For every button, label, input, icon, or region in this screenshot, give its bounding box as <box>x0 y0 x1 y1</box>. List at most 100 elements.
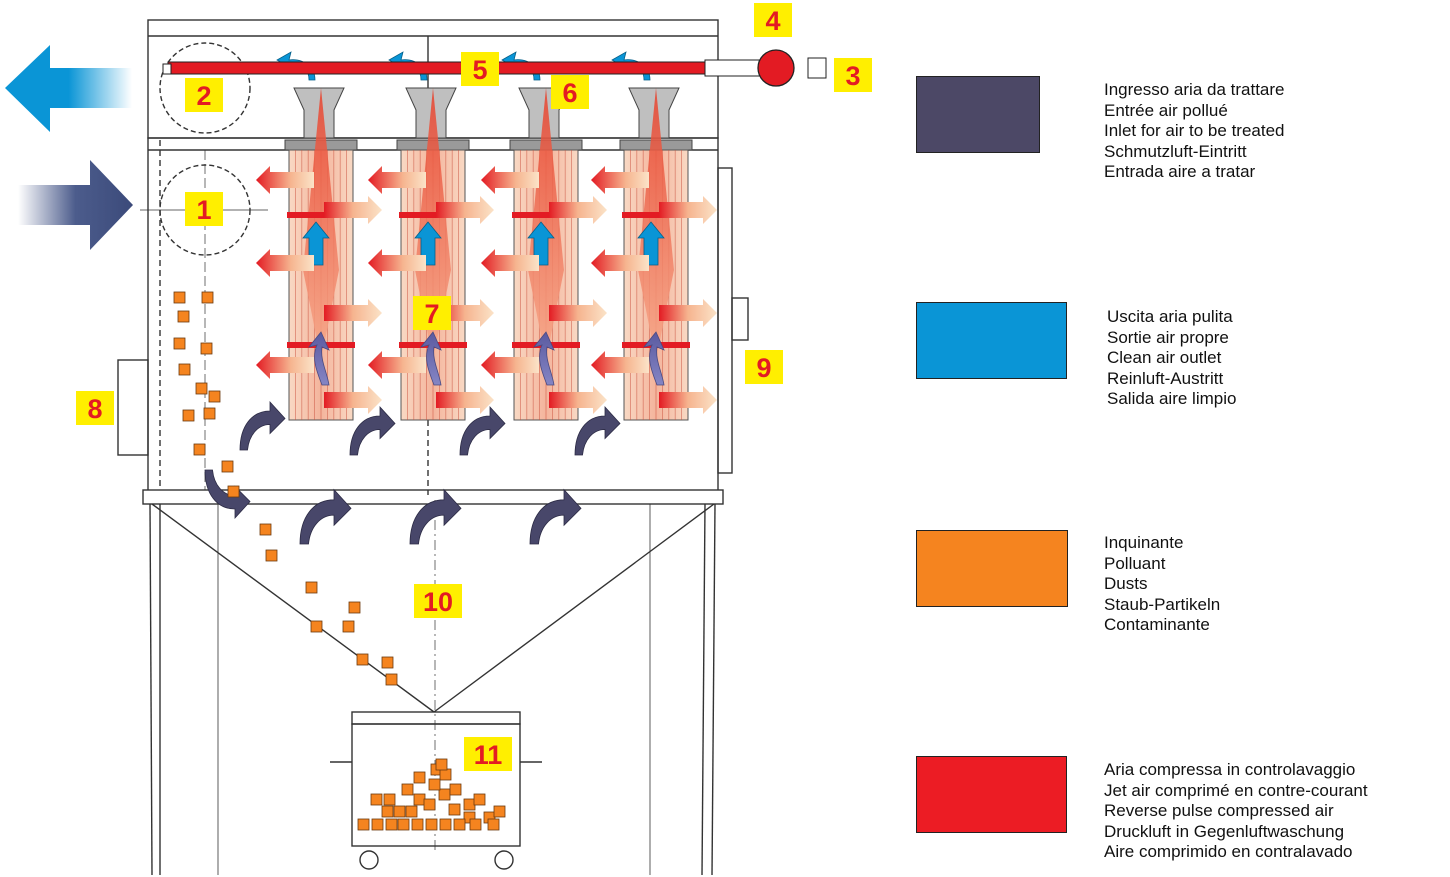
dust-particle <box>381 805 394 818</box>
dust-particle <box>438 788 451 801</box>
inlet-flow-arrow <box>299 488 352 545</box>
dust-particle <box>305 581 318 594</box>
dust-particle <box>173 291 186 304</box>
legend-swatch-pollutant <box>916 530 1068 607</box>
dust-particle <box>435 758 448 771</box>
label-number: 10 <box>423 587 453 617</box>
label-9: 9 <box>745 350 783 384</box>
dust-particle <box>348 601 361 614</box>
dust-particle <box>411 818 424 831</box>
label-6: 6 <box>551 75 589 109</box>
reverse-pulse-arrow <box>659 386 717 414</box>
dust-particle <box>463 798 476 811</box>
label-5: 5 <box>461 52 499 86</box>
pulse-jet-cone <box>638 88 674 360</box>
label-number: 1 <box>196 195 211 225</box>
label-8: 8 <box>76 391 114 425</box>
legend-line: Sortie air propre <box>1107 327 1229 347</box>
reverse-pulse-arrow <box>591 249 649 277</box>
reverse-pulse-arrow <box>481 351 539 379</box>
label-number: 7 <box>424 299 439 329</box>
pulse-jet-cone <box>303 88 339 360</box>
bag-ring <box>622 212 690 218</box>
filter-bags <box>276 51 693 421</box>
label-2: 2 <box>185 78 223 112</box>
clean-air-arrow <box>302 221 330 266</box>
inlet-arrow <box>18 160 133 250</box>
inlet-flow-arrow <box>532 331 555 386</box>
dust-particle <box>200 342 213 355</box>
label-background <box>461 52 499 86</box>
dust-particle <box>195 382 208 395</box>
dust-particle <box>201 291 214 304</box>
dust-particle <box>182 409 195 422</box>
label-background <box>76 391 114 425</box>
reverse-pulse-arrow <box>324 386 382 414</box>
label-3: 3 <box>834 58 872 92</box>
reverse-pulse-arrow <box>549 386 607 414</box>
dust-particle <box>425 818 438 831</box>
filter-bag <box>388 51 470 421</box>
label-4: 4 <box>754 3 792 37</box>
dust-particles <box>173 291 506 831</box>
pulse-jet-cone <box>528 88 564 360</box>
dust-particle <box>259 523 272 536</box>
reverse-pulse-arrow <box>659 196 717 224</box>
dust-particle <box>385 673 398 686</box>
reverse-pulse-arrow <box>436 386 494 414</box>
dust-particle <box>453 818 466 831</box>
legend-line: Contaminante <box>1104 615 1210 634</box>
dust-particle <box>473 793 486 806</box>
inlet-flow-arrow <box>239 400 286 451</box>
label-number: 8 <box>87 394 102 424</box>
dust-particle <box>381 656 394 669</box>
inlet-flow-arrow <box>204 469 251 520</box>
legend-line: Polluant <box>1104 553 1166 573</box>
label-background <box>551 75 589 109</box>
clean-air-arrow <box>527 221 555 266</box>
legend-swatch-compressed-air <box>916 756 1067 833</box>
dust-particle <box>208 390 221 403</box>
reverse-pulse-arrow <box>368 351 426 379</box>
label-number: 5 <box>472 55 487 85</box>
label-background <box>754 3 792 37</box>
dust-particle <box>203 407 216 420</box>
legend-line: Inquinante <box>1104 533 1184 552</box>
legend-swatch-inlet <box>916 76 1040 153</box>
legend-line: Schmutzluft-Eintritt <box>1104 141 1247 161</box>
reverse-pulse-arrow <box>256 249 314 277</box>
reverse-pulse-arrow <box>368 166 426 194</box>
reverse-pulse-arrow <box>436 196 494 224</box>
dust-particle <box>487 818 500 831</box>
label-background <box>414 584 462 618</box>
label-number: 2 <box>196 81 211 111</box>
legend-line: Entrada aire a tratar <box>1104 162 1256 181</box>
legend-line: Aria compressa in controlavaggio <box>1104 760 1356 779</box>
dust-particle <box>469 818 482 831</box>
reverse-pulse-arrow <box>481 249 539 277</box>
inlet-flow-arrow <box>409 488 462 545</box>
dust-particle <box>221 460 234 473</box>
label-background <box>413 296 451 330</box>
legend-swatch-outlet <box>916 302 1067 379</box>
reverse-pulse-arrow <box>591 351 649 379</box>
dust-particle <box>173 337 186 350</box>
label-10: 10 <box>414 584 462 618</box>
pulse-jet-cone <box>415 88 451 360</box>
legend-line: Uscita aria pulita <box>1107 307 1233 326</box>
reverse-pulse-arrow <box>659 299 717 327</box>
dust-particle <box>449 783 462 796</box>
dust-particle <box>193 443 206 456</box>
legend-line: Entrée air pollué <box>1104 100 1228 120</box>
dust-particle <box>463 811 476 824</box>
dust-particle <box>401 783 414 796</box>
dust-particle <box>178 363 191 376</box>
legend-line: Inlet for air to be treated <box>1104 121 1285 140</box>
dust-particle <box>423 798 436 811</box>
dust-particle <box>356 653 369 666</box>
legend-line: Jet air comprimé en contre-courant <box>1104 780 1368 800</box>
